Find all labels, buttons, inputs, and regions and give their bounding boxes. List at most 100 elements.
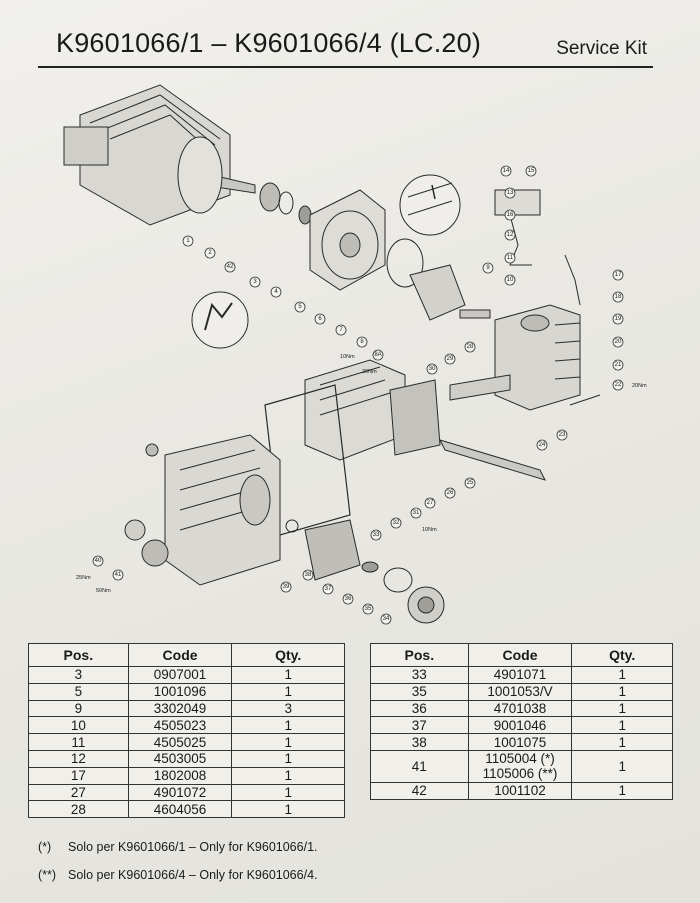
svg-text:41: 41 (115, 572, 122, 578)
motor-drawing (63, 84, 256, 226)
svg-text:20: 20 (615, 339, 622, 345)
callout-25: 25 (464, 477, 476, 489)
svg-text:30: 30 (429, 366, 436, 372)
callout-8a: 8A (372, 349, 384, 361)
svg-text:39: 39 (283, 584, 290, 590)
cell-qty: 1 (231, 800, 345, 819)
exploded-view-diagram: 1 2 3 4 5 6 7 8 8A 9 10 11 12 13 14 15 1… (40, 75, 670, 635)
callout-32: 32 (390, 517, 402, 529)
torque-label-40: 25Nm (76, 575, 91, 581)
cell-pos: 35 (370, 682, 469, 701)
callout-13: 13 (504, 187, 516, 199)
svg-text:5: 5 (298, 304, 302, 310)
cell-code: 1001053/V (467, 682, 573, 701)
page-title: K9601066/1 – K9601066/4 (LC.20) (56, 28, 482, 58)
cell-code: 1001096 (127, 682, 233, 701)
footnote-single: (*)Solo per K9601066/1 – Only for K96010… (38, 840, 318, 868)
cell-qty: 1 (571, 749, 673, 783)
callout-29: 29 (444, 353, 456, 365)
svg-text:32: 32 (393, 520, 400, 526)
svg-text:29: 29 (447, 356, 454, 362)
svg-text:3: 3 (253, 279, 257, 285)
cell-pos: 42 (370, 781, 469, 800)
svg-text:38: 38 (305, 572, 312, 578)
svg-text:12: 12 (507, 232, 514, 238)
svg-text:7: 7 (339, 327, 343, 333)
cell-qty: 1 (231, 733, 345, 751)
callout-31: 31 (410, 507, 422, 519)
torque-label-41: 50Nm (96, 588, 111, 594)
footnotes: (*)Solo per K9601066/1 – Only for K96010… (38, 840, 318, 896)
torque-label-8: 10Nm (340, 354, 355, 360)
cell-pos: 9 (28, 699, 129, 718)
callout-15: 15 (525, 165, 537, 177)
svg-text:31: 31 (413, 510, 420, 516)
cell-code: 4901071 (467, 666, 573, 684)
callout-17: 17 (612, 269, 624, 281)
svg-text:11: 11 (507, 255, 514, 261)
svg-text:25: 25 (467, 480, 474, 486)
cell-qty: 1 (231, 682, 345, 701)
callout-12: 12 (504, 229, 516, 241)
header-qty: Qty. (571, 643, 673, 667)
cell-code: 1001102 (467, 781, 573, 800)
svg-text:28: 28 (467, 344, 474, 350)
callout-20: 20 (612, 336, 624, 348)
callout-30: 30 (426, 363, 438, 375)
cell-pos: 10 (28, 716, 129, 735)
svg-text:40: 40 (95, 558, 102, 564)
svg-text:17: 17 (615, 272, 622, 278)
callout-34: 34 (380, 613, 392, 625)
callout-39: 39 (280, 581, 292, 593)
page-subtitle: Service Kit (556, 38, 647, 59)
cell-code: 4505023 (127, 716, 233, 735)
cell-code: 4503005 (127, 749, 233, 768)
callout-9: 9 (482, 262, 494, 274)
svg-text:19: 19 (615, 316, 622, 322)
cell-qty: 1 (231, 666, 345, 684)
footnote-double: (**)Solo per K9601066/4 – Only for K9601… (38, 868, 318, 896)
cell-qty: 1 (231, 716, 345, 735)
header-pos: Pos. (370, 643, 469, 667)
svg-text:4: 4 (274, 289, 278, 295)
header-code: Code (467, 643, 573, 667)
cell-code: 1802008 (127, 766, 233, 785)
svg-text:15: 15 (528, 168, 535, 174)
cell-pos: 33 (370, 666, 469, 684)
callout-14: 14 (500, 165, 512, 177)
footnote-text: Solo per K9601066/1 – Only for K9601066/… (68, 840, 318, 854)
cell-pos: 11 (28, 733, 129, 751)
cell-code: 4604056 (127, 800, 233, 819)
cell-qty: 3 (231, 699, 345, 718)
callout-41: 41 (112, 569, 124, 581)
svg-text:36: 36 (345, 596, 352, 602)
callout-36: 36 (342, 593, 354, 605)
cell-code: 1001075 (467, 733, 573, 751)
svg-text:23: 23 (559, 432, 566, 438)
callout-19: 19 (612, 313, 624, 325)
svg-text:13: 13 (507, 190, 514, 196)
cell-pos: 17 (28, 766, 129, 785)
callout-38: 38 (302, 569, 314, 581)
torque-label-31: 10Nm (422, 527, 437, 533)
exploded-view-svg: 1 2 3 4 5 6 7 8 8A 9 10 11 12 13 14 15 1… (63, 84, 647, 625)
cell-pos: 3 (28, 666, 129, 684)
cell-code-line-1: 1105004 (*) (485, 751, 555, 767)
cell-qty: 1 (571, 682, 673, 701)
header-code: Code (127, 643, 233, 667)
svg-text:42: 42 (227, 264, 234, 270)
torque-label-8a: 20Nm (362, 369, 377, 375)
callout-26: 26 (444, 487, 456, 499)
cell-qty: 1 (571, 666, 673, 684)
svg-text:1: 1 (186, 238, 190, 244)
svg-text:2: 2 (208, 250, 212, 256)
